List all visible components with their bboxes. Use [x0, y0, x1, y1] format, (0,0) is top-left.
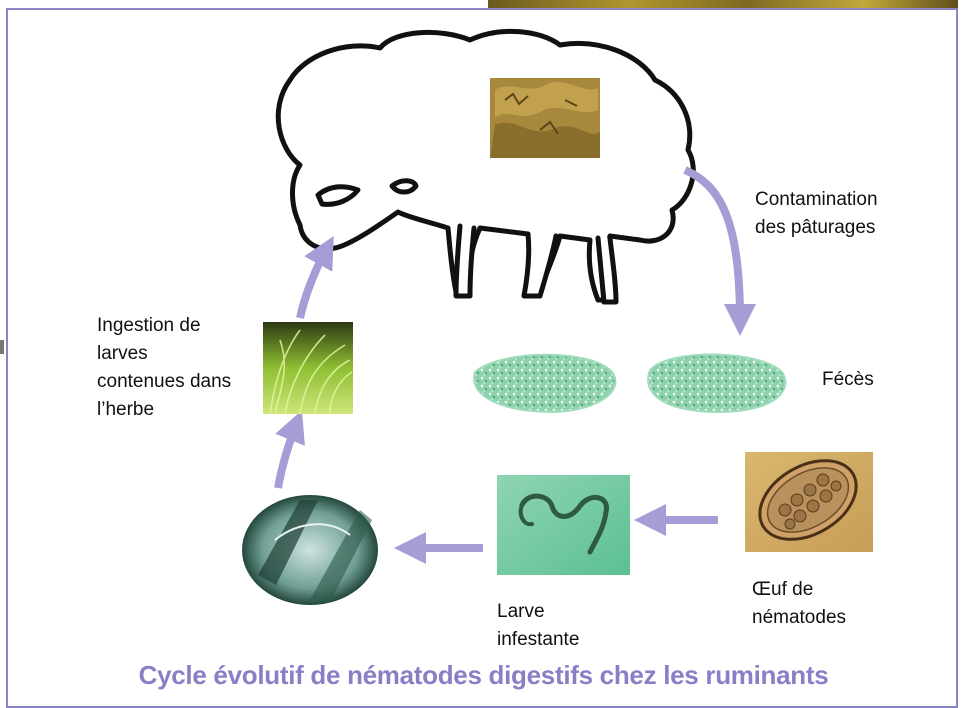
sheep-photo: [490, 78, 600, 158]
label-contamination: Contamination des pâturages: [755, 186, 878, 242]
arrow-lens-to-grass: [278, 425, 296, 488]
larva-photo: [497, 475, 630, 575]
label-larva: Larve infestante: [497, 598, 579, 654]
label-feces: Fécès: [822, 366, 874, 394]
arrow-contamination: [685, 170, 740, 320]
diagram-title: Cycle évolutif de nématodes digestifs ch…: [0, 660, 967, 691]
grass-photo: [263, 322, 353, 414]
magnified-larva-photo: [242, 495, 378, 605]
label-ingestion: Ingestion de larves contenues dans l’her…: [97, 312, 231, 424]
feces-icon: [474, 354, 785, 412]
label-egg: Œuf de nématodes: [752, 576, 846, 632]
arrow-grass-to-sheep: [300, 250, 326, 318]
sheep-icon: [278, 31, 693, 302]
egg-photo: [745, 445, 873, 556]
